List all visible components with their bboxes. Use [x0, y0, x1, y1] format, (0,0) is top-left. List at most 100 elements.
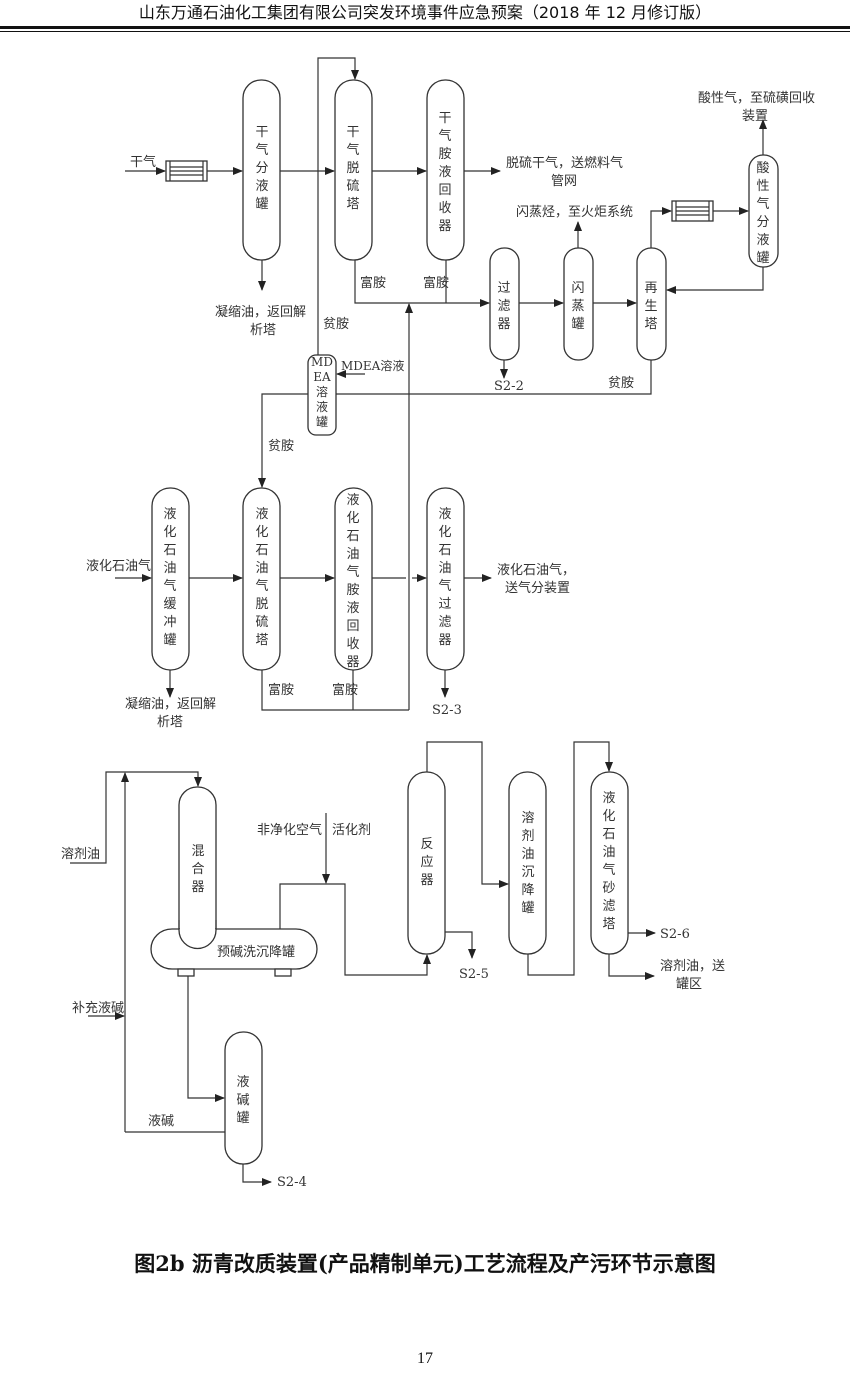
vessel-flash-tank: 闪蒸罐: [563, 247, 594, 361]
vessel-label-char: 气: [346, 564, 359, 580]
label-makeup-alkali: 补充液碱: [72, 1000, 124, 1016]
vessel-label-char: 器: [497, 317, 510, 332]
vessel-label-char: 分: [756, 215, 769, 230]
label-acid-gas: 装置: [742, 109, 768, 124]
vessel-label-char: 干: [255, 125, 268, 140]
vessel-label: 液化石油气脱硫塔: [255, 507, 268, 648]
label-s2-5: S2-5: [459, 967, 489, 982]
vessel-label-char: 化: [602, 809, 615, 824]
vessel-label: 液碱罐: [236, 1075, 249, 1126]
vessel-label: 闪蒸罐: [571, 281, 584, 332]
label-lpg-out: 送气分装置: [505, 580, 570, 596]
vessel-label-char: 分: [255, 161, 268, 176]
vessel-label-char: 沉: [521, 865, 534, 880]
vessel-label-char: 再: [644, 281, 657, 296]
label-mdea-solution: MDEA溶液: [341, 358, 404, 373]
vessel-label-char: 塔: [644, 317, 657, 332]
vessel-label-char: 器: [346, 655, 359, 670]
vessel-lpg-amine-recovery: 液化石油气胺液回收器: [334, 487, 373, 671]
vessel-label-char: 液: [163, 507, 176, 522]
page-number: 17: [417, 1350, 433, 1367]
vessel-label-char: 干: [438, 111, 451, 126]
vessel-label-char: 性: [756, 179, 769, 194]
vessel-label-char: 器: [438, 219, 451, 234]
vessel-label-char: 罐: [163, 633, 176, 648]
vessel-label: 干气脱硫塔: [346, 125, 359, 212]
label-dry-gas-in: 干气: [130, 154, 156, 170]
vessel-label: 液化石油气砂滤塔: [602, 791, 615, 932]
vessel-label-char: 混: [191, 844, 204, 859]
vessel-lpg-buffer: 液化石油气缓冲罐: [151, 487, 190, 671]
label-activator: 活化剂: [332, 823, 371, 838]
header-rule-thick: [0, 26, 850, 29]
vessel-label-char: 化: [255, 525, 268, 540]
vessel-label-char: 气: [438, 128, 451, 144]
vessel-label-char: 化: [438, 525, 451, 540]
vessel-label: 干气分液罐: [255, 125, 268, 212]
vessel-label-char: 回: [438, 183, 451, 198]
document-header: 山东万通石油化工集团有限公司突发环境事件应急预案（2018 年 12 月修订版）: [138, 3, 712, 22]
label-condensate: 析塔: [250, 323, 276, 338]
vessel-label-char: 塔: [346, 197, 359, 212]
label-s2-3: S2-3: [432, 703, 462, 718]
vessel-label-char: 气: [602, 862, 615, 878]
label-s2-6: S2-6: [660, 927, 690, 942]
vessel-label-char: 罐: [756, 251, 769, 266]
vessel-label-char: 器: [191, 880, 204, 895]
vessel-label-char: 气: [756, 196, 769, 212]
vessel-label-char: 气: [255, 142, 268, 158]
vessel-label-char: 剂: [521, 829, 534, 844]
vessel-regenerator: 再生塔: [636, 247, 667, 361]
vessel-alkali-tank: 液碱罐: [224, 1031, 263, 1165]
vessel-label-char: 溶: [521, 811, 534, 826]
vessel-label-char: 器: [420, 873, 433, 888]
flow-lines-dry-gas: [125, 57, 767, 710]
heat-exchanger-icon: [165, 160, 208, 182]
label-lpg-in: 液化石油气: [86, 558, 151, 574]
vessel-label-char: 液: [255, 507, 268, 522]
vessel-label-char: 罐: [521, 901, 534, 916]
label-desulfurized-gas: 脱硫干气，送燃料气: [506, 155, 623, 171]
vessel-pre-alkali-settler: 预碱洗沉降罐: [150, 920, 318, 977]
vessel-label-char: MD: [311, 355, 333, 369]
vessel-label-char: 降: [521, 883, 534, 898]
vessel-label-char: 酸: [756, 161, 769, 176]
vessel-label: 过滤器: [497, 281, 510, 332]
label-air: 非净化空气: [257, 822, 322, 838]
label-lean-amine: 贫胺: [268, 438, 294, 454]
label-rich-amine: 富胺: [360, 275, 386, 291]
vessel-label-char: 合: [191, 862, 204, 877]
vessel-label-char: 油: [255, 561, 268, 576]
vessel-label-char: 过: [438, 597, 451, 612]
vessel-label-char: 液: [346, 493, 359, 508]
vessel-label: 预碱洗沉降罐: [217, 945, 295, 960]
vessel-label-char: 过: [497, 281, 510, 296]
vessel-acid-gas-separator: 酸性气分液罐: [748, 154, 779, 268]
label-solvent-oil-in: 溶剂油: [61, 847, 100, 862]
header-rule-thin: [0, 31, 850, 32]
vessel-label-char: 油: [438, 561, 451, 576]
vessel-label: 酸性气分液罐: [756, 161, 769, 266]
vessel-label-char: 冲: [163, 615, 176, 630]
vessel-label-char: 液: [602, 791, 615, 806]
label-solvent-out: 溶剂油，送: [660, 959, 725, 974]
vessel-label-char: 液: [316, 399, 328, 414]
label-condensate: 凝缩油，返回解: [125, 696, 216, 712]
vessel-label-char: 化: [163, 525, 176, 540]
vessel-label-char: 碱: [236, 1093, 249, 1108]
vessel-label-char: 液: [236, 1075, 249, 1090]
vessel-label-char: 罐: [255, 197, 268, 212]
vessel-label-char: 石: [602, 827, 615, 842]
vessel-label-char: 缓: [163, 597, 176, 612]
label-solvent-out: 罐区: [676, 977, 702, 992]
vessel-label-char: 滤: [602, 899, 615, 914]
vessel-label-char: 硫: [255, 615, 268, 630]
vessel-solvent-settler: 溶剂油沉降罐: [508, 771, 547, 955]
vessel-label: 干气胺液回收器: [438, 111, 451, 234]
vessel-label-char: 蒸: [571, 299, 584, 314]
vessel-label-char: 液: [756, 233, 769, 248]
vessel-label-char: 脱: [255, 597, 268, 612]
vessel-label-char: 罐: [236, 1111, 249, 1126]
